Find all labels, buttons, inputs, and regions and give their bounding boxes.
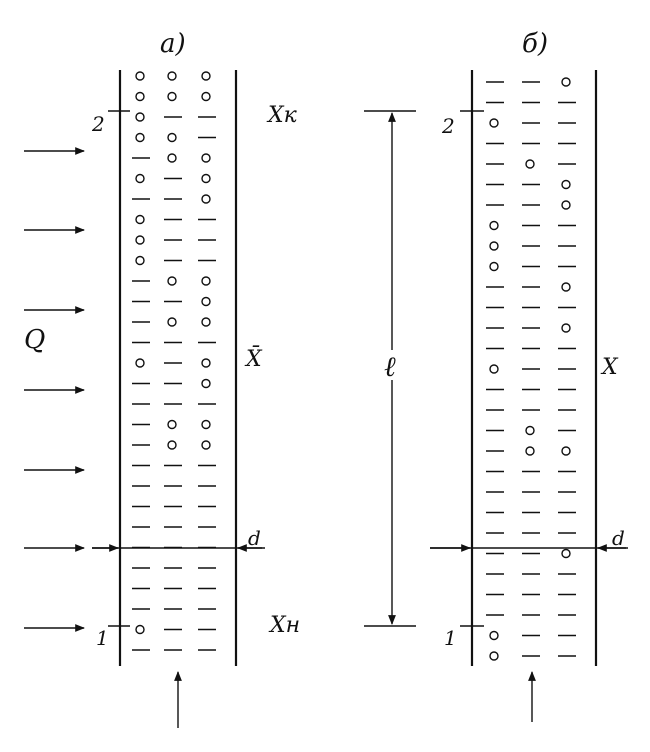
panel-b-flow-pattern: [486, 77, 576, 661]
panel-a-flow-pattern: [132, 71, 216, 651]
panel-a-mark-top: 2: [91, 112, 105, 136]
bubble-icon: [489, 364, 499, 374]
bubble-icon: [167, 317, 177, 327]
bubble-icon: [201, 378, 211, 389]
bubble-icon: [135, 214, 145, 225]
panel-a-x-mid: X̄: [244, 345, 263, 372]
bubble-icon: [135, 173, 145, 184]
bubble-icon: [561, 446, 571, 456]
bubble-icon: [201, 153, 211, 163]
panel-b-d-label: d: [612, 526, 625, 550]
bubble-icon: [561, 323, 571, 333]
bubble-icon: [135, 91, 145, 102]
bubble-icon: [201, 358, 211, 368]
bubble-icon: [167, 91, 177, 102]
heat-arrows: [24, 147, 85, 632]
bubble-icon: [489, 118, 499, 128]
panel-b: б) 2 1 X d: [430, 29, 628, 722]
bubble-icon: [489, 630, 499, 641]
length-label: ℓ: [384, 350, 396, 383]
bubble-icon: [561, 200, 571, 210]
panel-a: а) 2 1 Xк X̄ Xн Q d: [24, 29, 300, 728]
bubble-icon: [135, 132, 145, 143]
bubble-icon: [489, 220, 499, 231]
panel-b-mark-bottom: 1: [444, 626, 457, 650]
bubble-icon: [201, 440, 211, 450]
panel-b-mark-top: 2: [441, 114, 455, 138]
bubble-icon: [167, 153, 177, 163]
bubble-icon: [167, 132, 177, 143]
bubble-icon: [201, 419, 211, 430]
bubble-icon: [135, 71, 145, 81]
bubble-icon: [489, 651, 499, 661]
bubble-icon: [135, 624, 145, 635]
bubble-icon: [561, 179, 571, 190]
bubble-icon: [201, 91, 211, 102]
panel-b-label: б): [522, 29, 548, 59]
bubble-icon: [167, 71, 177, 81]
heat-label: Q: [24, 325, 45, 355]
bubble-icon: [201, 71, 211, 81]
bubble-icon: [135, 358, 145, 368]
bubble-icon: [135, 112, 145, 122]
bubble-icon: [201, 317, 211, 327]
panel-a-label: а): [160, 29, 186, 59]
length-dimension: ℓ: [364, 110, 416, 627]
bubble-icon: [489, 261, 499, 272]
panel-b-x-mid: X: [600, 355, 619, 380]
bubble-icon: [135, 255, 145, 266]
bubble-icon: [525, 159, 535, 169]
panel-a-mark-bottom: 1: [96, 626, 109, 650]
panel-a-x-top: Xк: [266, 103, 298, 128]
panel-a-x-bottom: Xн: [268, 613, 300, 638]
bubble-icon: [561, 282, 571, 292]
bubble-icon: [561, 548, 571, 559]
panel-a-d-label: d: [248, 526, 261, 550]
bubble-icon: [525, 446, 535, 456]
bubble-icon: [525, 425, 535, 436]
bubble-icon: [201, 276, 211, 286]
bubble-icon: [167, 440, 177, 450]
bubble-icon: [135, 235, 145, 245]
bubble-icon: [561, 77, 571, 87]
bubble-icon: [201, 173, 211, 184]
bubble-icon: [167, 419, 177, 430]
bubble-icon: [489, 241, 499, 251]
bubble-icon: [201, 194, 211, 204]
bubble-icon: [167, 276, 177, 286]
bubble-icon: [201, 296, 211, 307]
